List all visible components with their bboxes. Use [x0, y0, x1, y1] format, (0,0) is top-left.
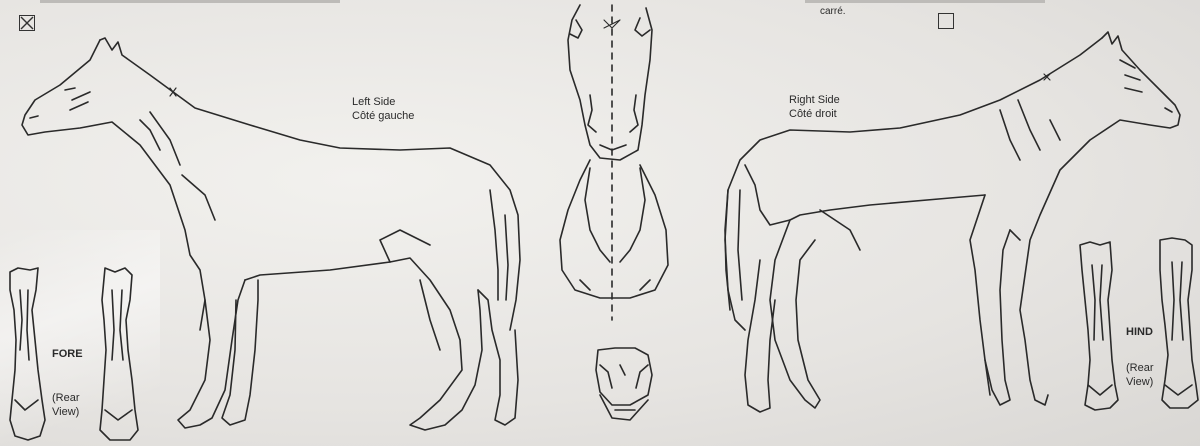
left-side-label-fr: Côté gauche — [352, 110, 414, 123]
right-side-label-fr: Côté droit — [789, 108, 837, 121]
fore-label: FORE — [52, 348, 83, 361]
front-face-view — [560, 5, 668, 420]
fore-rear-label-2: View) — [52, 406, 79, 419]
left-horse-outline — [22, 38, 520, 430]
hind-rear-label-1: (Rear — [1126, 362, 1154, 375]
hind-label: HIND — [1126, 326, 1153, 339]
fore-rear-label-1: (Rear — [52, 392, 80, 405]
hind-rear-label-2: View) — [1126, 376, 1153, 389]
left-side-label-en: Left Side — [352, 96, 395, 109]
right-side-label-en: Right Side — [789, 94, 840, 107]
top-right-fragment: carré. — [820, 5, 846, 18]
